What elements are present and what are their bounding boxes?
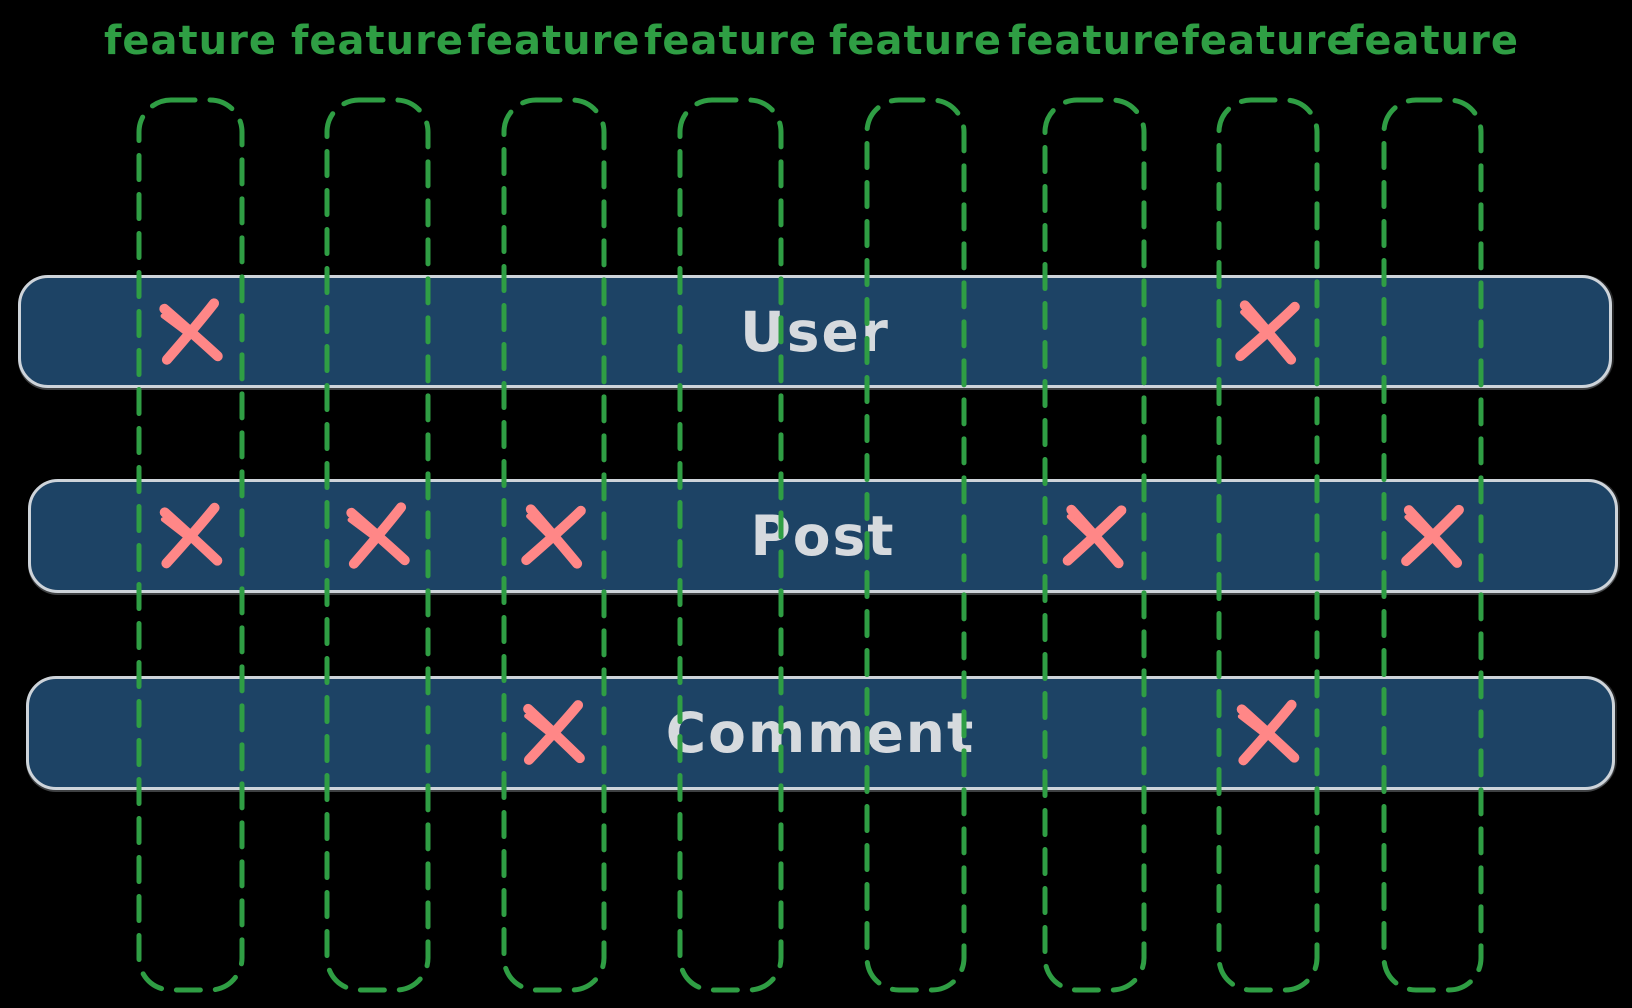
feature-column-label-5: feature — [829, 18, 1002, 64]
feature-column-label-4: feature — [644, 18, 817, 64]
feature-column-label-2: feature — [291, 18, 464, 64]
feature-column-label-8: feature — [1346, 18, 1519, 64]
feature-column-label-7: feature — [1181, 18, 1355, 64]
feature-column-label-3: feature — [467, 18, 641, 64]
feature-column-label-1: feature — [104, 18, 277, 64]
feature-column-label-6: feature — [1008, 18, 1181, 64]
